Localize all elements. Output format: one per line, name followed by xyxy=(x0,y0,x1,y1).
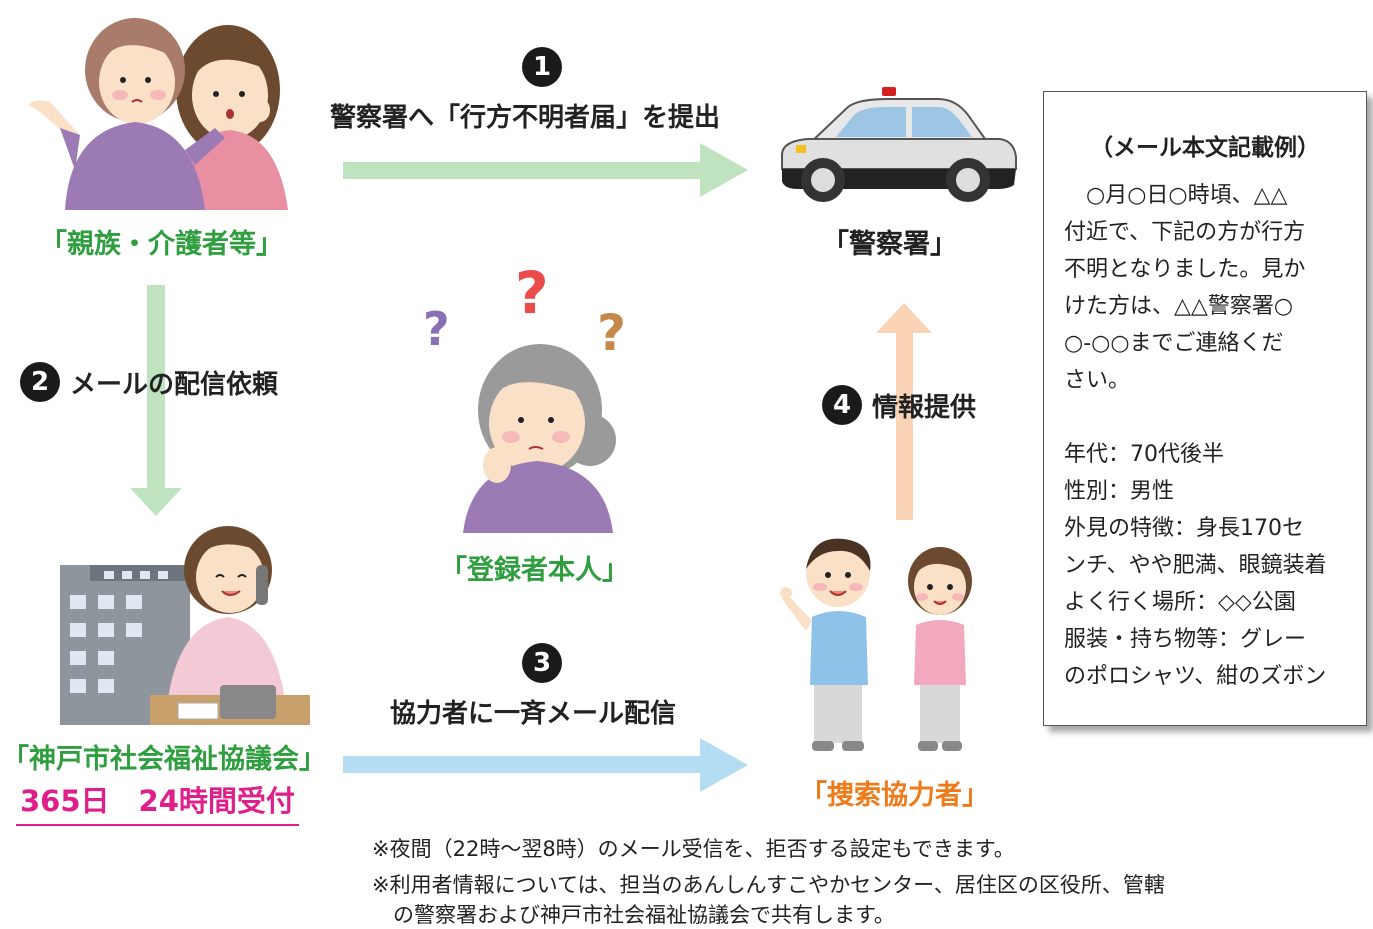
step4: 4 情報提供 xyxy=(822,385,976,425)
mail-line: ○-○○までご連絡くだ xyxy=(1064,331,1284,356)
step2-number: 2 xyxy=(20,362,60,402)
mail-line: のポロシャツ、紺のズボン xyxy=(1064,664,1327,689)
council-hours: 365日 24時間受付 xyxy=(16,778,299,826)
step4-text: 情報提供 xyxy=(872,392,977,423)
mail-line: ンチ、やや肥満、眼鏡装着 xyxy=(1064,553,1327,578)
two-women-icon xyxy=(28,18,288,210)
step4-number: 4 xyxy=(822,385,862,425)
mail-line: 性別：男性 xyxy=(1064,479,1175,504)
mail-line: 外見の特徴：身長170セ xyxy=(1064,516,1304,541)
step1-number: 1 xyxy=(522,47,562,87)
search-volunteers-icon xyxy=(780,538,972,751)
step1-text: 警察署へ「行方不明者届」を提出 xyxy=(330,103,721,133)
confused-elderly-woman-icon: ? ? ? xyxy=(423,259,626,533)
svg-text:?: ? xyxy=(423,302,450,356)
step3-number: 3 xyxy=(522,643,562,683)
mail-example-box: （メール本文記載例） ○月○日○時頃、△△ 付近で、下記の方が行方 不明となりま… xyxy=(1043,91,1367,726)
mail-line: 不明となりました。見か xyxy=(1064,257,1306,282)
footnote: ※夜間（22時～翌8時）のメール受信を、拒否する設定もできます。 xyxy=(372,837,1015,861)
step2-text: メールの配信依頼 xyxy=(70,369,279,400)
mail-example-title: （メール本文記載例） xyxy=(1090,135,1320,161)
mail-line: 服装・持ち物等：グレー xyxy=(1064,627,1307,652)
footnote: の警察署および神戸市社会福祉協議会で共有します。 xyxy=(372,903,895,927)
mail-line: 年代：70代後半 xyxy=(1064,442,1224,467)
footnote: ※利用者情報については、担当のあんしんすこやかセンター、居住区の区役所、管轄 xyxy=(372,873,1165,897)
council-label: 「神戸市社会福祉協議会」 xyxy=(2,744,326,775)
operator-at-office-icon xyxy=(60,526,310,725)
registrant-label: 「登録者本人」 xyxy=(440,555,629,586)
police-car-icon xyxy=(781,87,1017,202)
police-label: 「警察署」 xyxy=(822,229,957,260)
family-label: 「親族・介護者等」 xyxy=(40,229,283,260)
svg-text:?: ? xyxy=(515,259,549,327)
mail-line: よく行く場所：◇◇公園 xyxy=(1064,590,1296,615)
svg-text:?: ? xyxy=(597,304,626,362)
mail-line: けた方は、△△警察署○ xyxy=(1064,294,1294,319)
mail-line: さい。 xyxy=(1064,368,1131,393)
mail-line: ○月○日○時頃、△△ xyxy=(1064,183,1288,208)
mail-line: 付近で、下記の方が行方 xyxy=(1064,220,1306,245)
step2: 2 メールの配信依頼 xyxy=(20,362,278,402)
searchers-label: 「捜索協力者」 xyxy=(800,780,989,811)
step3-text: 協力者に一斉メール配信 xyxy=(390,699,677,729)
